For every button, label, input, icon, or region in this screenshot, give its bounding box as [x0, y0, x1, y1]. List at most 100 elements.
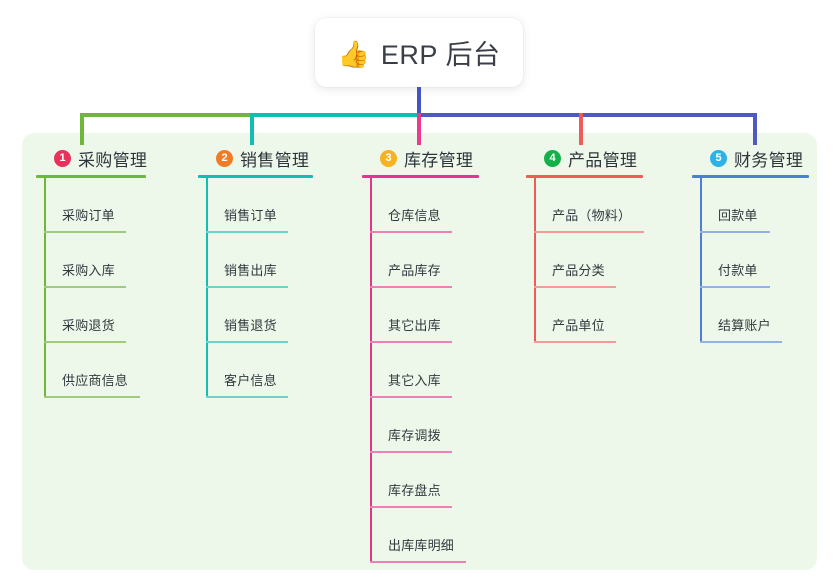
leaf-node-label: 库存盘点	[388, 483, 441, 498]
leaf-node[interactable]: 出库库明细	[362, 508, 479, 563]
root-node-title: ERP 后台	[380, 40, 501, 70]
connector-bus-segment-3	[419, 113, 757, 117]
branch-title-4: 产品管理	[568, 150, 638, 170]
leaf-node-underline	[44, 286, 126, 288]
leaf-node[interactable]: 供应商信息	[36, 343, 147, 398]
leaf-node-label: 结算账户	[718, 318, 771, 333]
leaf-node-label: 销售订单	[224, 208, 277, 223]
leaf-node-underline	[534, 341, 616, 343]
leaf-node-label: 采购订单	[62, 208, 115, 223]
leaf-node-label: 仓库信息	[388, 208, 441, 223]
leaf-node[interactable]: 仓库信息	[362, 178, 479, 233]
connector-bus-segment-1	[80, 113, 252, 117]
leaf-node-label: 其它出库	[388, 318, 441, 333]
leaf-node-underline	[700, 231, 770, 233]
branch-leaf-list-5: 回款单付款单结算账户	[692, 178, 809, 343]
branch-header-5[interactable]: 5 财务管理	[692, 145, 809, 171]
leaf-node-underline	[370, 341, 452, 343]
leaf-node-underline	[370, 506, 452, 508]
leaf-node-underline	[370, 451, 452, 453]
leaf-node-underline	[700, 341, 782, 343]
branch-spine-2	[206, 178, 208, 398]
branch-header-1[interactable]: 1 采购管理	[36, 145, 147, 171]
branch-connector-stub-2	[250, 113, 254, 145]
leaf-node-underline	[700, 286, 770, 288]
branch-header-3[interactable]: 3 库存管理	[362, 145, 479, 171]
branch-title-2: 销售管理	[240, 150, 310, 170]
leaf-node[interactable]: 库存调拨	[362, 398, 479, 453]
diagram-background-panel	[22, 133, 817, 570]
leaf-node[interactable]: 产品（物料）	[526, 178, 644, 233]
leaf-node-label: 销售退货	[224, 318, 277, 333]
leaf-node-underline	[206, 341, 288, 343]
leaf-node-label: 产品单位	[552, 318, 605, 333]
branch-title-3: 库存管理	[404, 150, 474, 170]
branch-column-5: 5 财务管理回款单付款单结算账户	[692, 145, 809, 343]
branch-column-4: 4 产品管理产品（物料） 产品分类产品单位	[526, 145, 644, 343]
branch-spine-1	[44, 178, 46, 398]
leaf-node[interactable]: 回款单	[692, 178, 809, 233]
branch-underline-1	[36, 175, 146, 178]
branch-number-badge-2: 2	[216, 149, 233, 167]
branch-connector-stub-5	[753, 113, 757, 145]
leaf-node-underline	[206, 286, 288, 288]
branch-title-5: 财务管理	[734, 150, 804, 170]
leaf-node[interactable]: 结算账户	[692, 288, 809, 343]
leaf-node[interactable]: 销售退货	[198, 288, 313, 343]
branch-title-1: 采购管理	[78, 150, 148, 170]
branch-number-badge-4: 4	[544, 149, 561, 167]
leaf-node[interactable]: 其它入库	[362, 343, 479, 398]
leaf-node-underline	[44, 341, 126, 343]
leaf-node[interactable]: 销售出库	[198, 233, 313, 288]
leaf-node[interactable]: 采购入库	[36, 233, 147, 288]
leaf-node[interactable]: 产品库存	[362, 233, 479, 288]
branch-underline-2	[198, 175, 313, 178]
branch-column-1: 1 采购管理采购订单采购入库采购退货供应商信息	[36, 145, 147, 398]
leaf-node[interactable]: 销售订单	[198, 178, 313, 233]
leaf-node-label: 客户信息	[224, 373, 277, 388]
leaf-node[interactable]: 采购订单	[36, 178, 147, 233]
root-node[interactable]: 👍 ERP 后台	[315, 18, 523, 87]
leaf-node-label: 采购退货	[62, 318, 115, 333]
thumbs-up-icon: 👍	[337, 38, 370, 69]
branch-column-2: 2 销售管理销售订单销售出库销售退货客户信息	[198, 145, 313, 398]
leaf-node[interactable]: 采购退货	[36, 288, 147, 343]
branch-leaf-list-1: 采购订单采购入库采购退货供应商信息	[36, 178, 147, 398]
leaf-node-underline	[370, 396, 452, 398]
leaf-node-label: 产品库存	[388, 263, 441, 278]
branch-number-badge-3: 3	[380, 149, 397, 167]
branch-underline-5	[692, 175, 809, 178]
leaf-node-underline	[370, 231, 452, 233]
branch-number-badge-5: 5	[710, 149, 727, 167]
leaf-node-label: 采购入库	[62, 263, 115, 278]
connector-bus-segment-2	[252, 113, 419, 117]
leaf-node[interactable]: 产品单位	[526, 288, 643, 343]
branch-leaf-list-4: 产品（物料） 产品分类产品单位	[526, 178, 644, 343]
branch-header-4[interactable]: 4 产品管理	[526, 145, 643, 171]
leaf-node[interactable]: 付款单	[692, 233, 809, 288]
leaf-node[interactable]: 库存盘点	[362, 453, 479, 508]
branch-leaf-list-2: 销售订单销售出库销售退货客户信息	[198, 178, 313, 398]
branch-connector-stub-4	[579, 113, 583, 145]
leaf-node-label: 产品（物料）	[552, 208, 632, 223]
branch-spine-4	[534, 178, 536, 343]
leaf-node-label: 供应商信息	[62, 373, 129, 388]
branch-spine-3	[370, 178, 372, 563]
leaf-node-underline	[206, 231, 288, 233]
leaf-node-label: 回款单	[718, 208, 758, 223]
leaf-node[interactable]: 客户信息	[198, 343, 313, 398]
leaf-node-label: 其它入库	[388, 373, 441, 388]
leaf-node[interactable]: 产品分类	[526, 233, 643, 288]
leaf-node[interactable]: 其它出库	[362, 288, 479, 343]
leaf-node-label: 销售出库	[224, 263, 277, 278]
leaf-node-underline	[534, 286, 616, 288]
branch-column-3: 3 库存管理仓库信息产品库存其它出库其它入库库存调拨库存盘点出库库明细	[362, 145, 479, 563]
branch-number-badge-1: 1	[54, 149, 71, 167]
branch-underline-3	[362, 175, 479, 178]
branch-leaf-list-3: 仓库信息产品库存其它出库其它入库库存调拨库存盘点出库库明细	[362, 178, 479, 563]
leaf-node-underline	[206, 396, 288, 398]
leaf-node-underline	[370, 286, 452, 288]
branch-header-2[interactable]: 2 销售管理	[198, 145, 313, 171]
leaf-node-label: 付款单	[718, 263, 758, 278]
